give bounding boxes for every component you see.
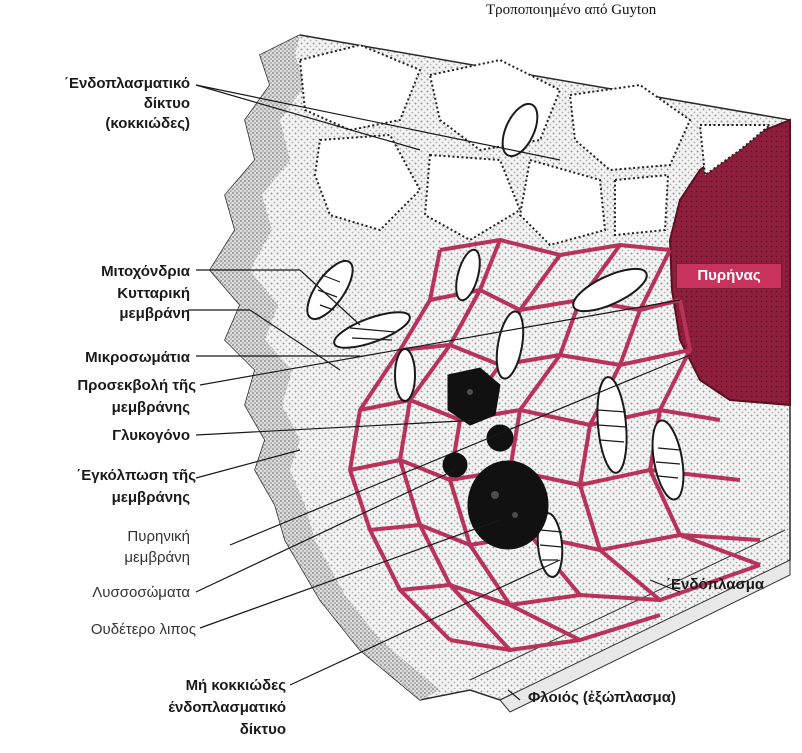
label-smooth-er-line3: δίκτυο	[120, 720, 286, 739]
label-cell-membrane-line2: μεμβράνη	[40, 304, 190, 323]
label-smooth-er-line1: Μή κοκκιώδες	[120, 676, 286, 695]
label-cortex: Φλοιός (ἐξώπλασμα)	[528, 688, 676, 707]
label-smooth-er-line2: ένδοπλασματικό	[120, 698, 286, 717]
credit-text: Τροποποιημένο από Guyton	[486, 2, 656, 19]
label-rough-er-line3: (κοκκιώδες)	[60, 114, 190, 133]
label-membrane-projection-line2: μεμβράνης	[40, 398, 190, 417]
label-microbodies: Μικροσωμάτια	[40, 348, 190, 367]
label-lysosomes: Λυσσοσώματα	[30, 583, 190, 602]
label-membrane-projection-line1: Προσεκβολή τῆς	[0, 376, 196, 395]
label-nuclear-membrane-line1: Πυρηνική	[40, 527, 190, 546]
label-endoplasm: ΄Ενδόπλασμα	[666, 575, 764, 594]
label-invagination-line1: ΄Εγκόλπωση τῆς	[0, 466, 196, 485]
label-cell-membrane-line1: Κυτταρική	[40, 284, 190, 303]
label-rough-er-line1: ΄Ενδοπλασματικό	[60, 74, 190, 93]
label-mitochondria: Μιτοχόνδρια	[40, 262, 190, 281]
label-nuclear-membrane-line2: μεμβράνη	[40, 548, 190, 567]
label-glycogen: Γλυκογόνο	[40, 426, 190, 445]
label-nucleus: Πυρήνας	[676, 263, 782, 289]
label-neutral-fat: Ουδέτερο λιπος	[20, 620, 196, 639]
label-invagination-line2: μεμβράνης	[40, 488, 190, 507]
label-rough-er-line2: δίκτυο	[60, 94, 190, 113]
